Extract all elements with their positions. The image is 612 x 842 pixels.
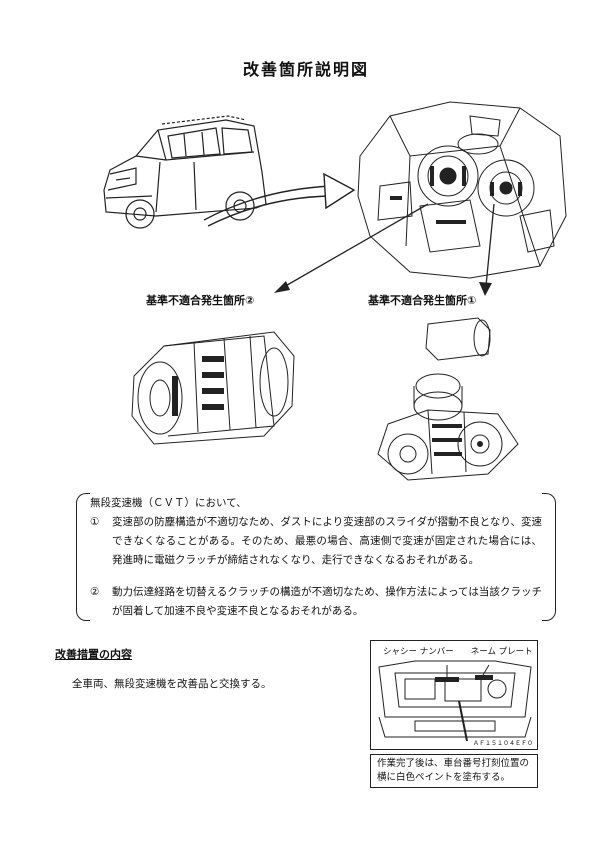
variator-detail-illustration (377, 317, 519, 481)
bracket-left (76, 493, 90, 621)
description-intro: 無段変速機（ＣＶＴ）において、 (90, 497, 247, 509)
measures-heading: 改善措置の内容 (55, 648, 132, 661)
defect-item-number: ② (90, 586, 100, 598)
arrow-vehicle-to-cvt (203, 172, 356, 227)
clutch-detail-illustration (131, 331, 295, 445)
cvt-cutaway-illustration (357, 101, 567, 279)
figure-code: ＡＦ１５１０４ＥＦ０ (472, 740, 533, 747)
bracket-right (542, 493, 556, 621)
paint-instruction-note: 作業完了後は、車台番号打刻位置の横に白色ペイントを塗布する。 (370, 754, 538, 788)
nameplate-figure: シャシー ナンバー ネーム プレート ＡＦ１５１０４ＥＦ０ (370, 640, 538, 750)
pointer-arrows (274, 203, 495, 296)
defect-item-number: ① (90, 516, 100, 528)
defect-description: 無段変速機（ＣＶＴ）において、 ① 変速部の防塵構造が不適切なため、ダストにより… (76, 493, 556, 621)
measures-body: 全車両、無段変速機を改善品と交換する。 (72, 678, 272, 690)
plate-location-label: シャシー ナンバー ネーム プレート (383, 647, 533, 657)
defect-item-text: 変速部の防塵構造が不適切なため、ダストにより変速部のスライダが摺動不良となり、変… (112, 516, 542, 566)
location-2-label: 基準不適合発生箇所② (146, 294, 255, 307)
page-title: 改善箇所説明図 (242, 60, 369, 79)
location-1-label: 基準不適合発生箇所① (368, 294, 477, 307)
defect-item-text: 動力伝達経路を切替えるクラッチの構造が不適切なため、操作方法によっては当該クラッ… (112, 586, 542, 617)
vehicle-illustration (103, 115, 267, 229)
engine-bay-illustration (378, 660, 532, 741)
